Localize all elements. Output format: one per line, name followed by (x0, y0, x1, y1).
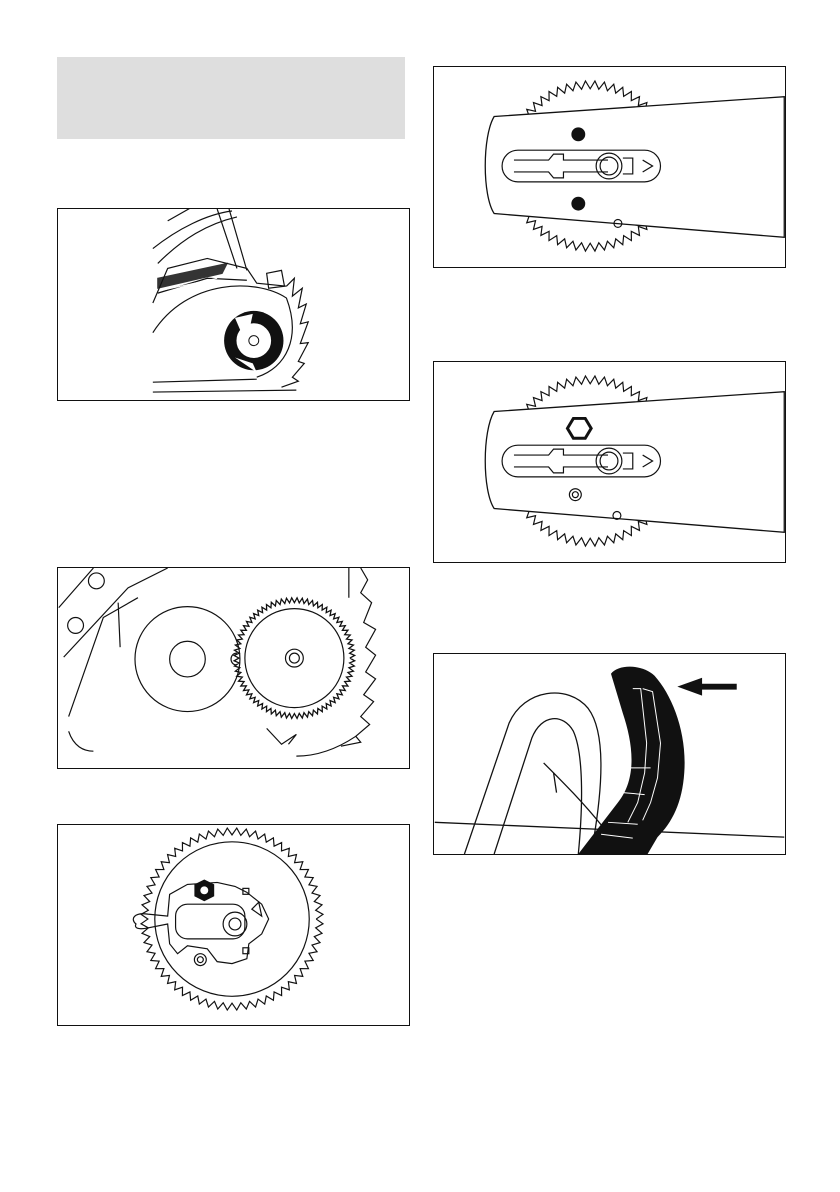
figure-guide-bar-pins (433, 66, 786, 268)
figure-sprocket-cover-side (57, 208, 410, 401)
section-header-box (57, 57, 405, 139)
guide-bar-pins-icon (434, 67, 785, 267)
figure-guide-bar-nut (433, 361, 786, 563)
guide-bar-nut-icon (434, 362, 785, 562)
chain-brake-cover-icon (58, 209, 409, 400)
sprocket-nut-icon (58, 825, 409, 1025)
figure-chain-brake-handle (433, 653, 786, 855)
figure-sprocket-nut (57, 824, 410, 1026)
sprocket-teeth (234, 598, 355, 719)
clutch-drum-sprocket-icon (58, 568, 409, 768)
figure-clutch-drum-sprocket (57, 567, 410, 769)
chain-brake-handle-icon (434, 654, 785, 854)
